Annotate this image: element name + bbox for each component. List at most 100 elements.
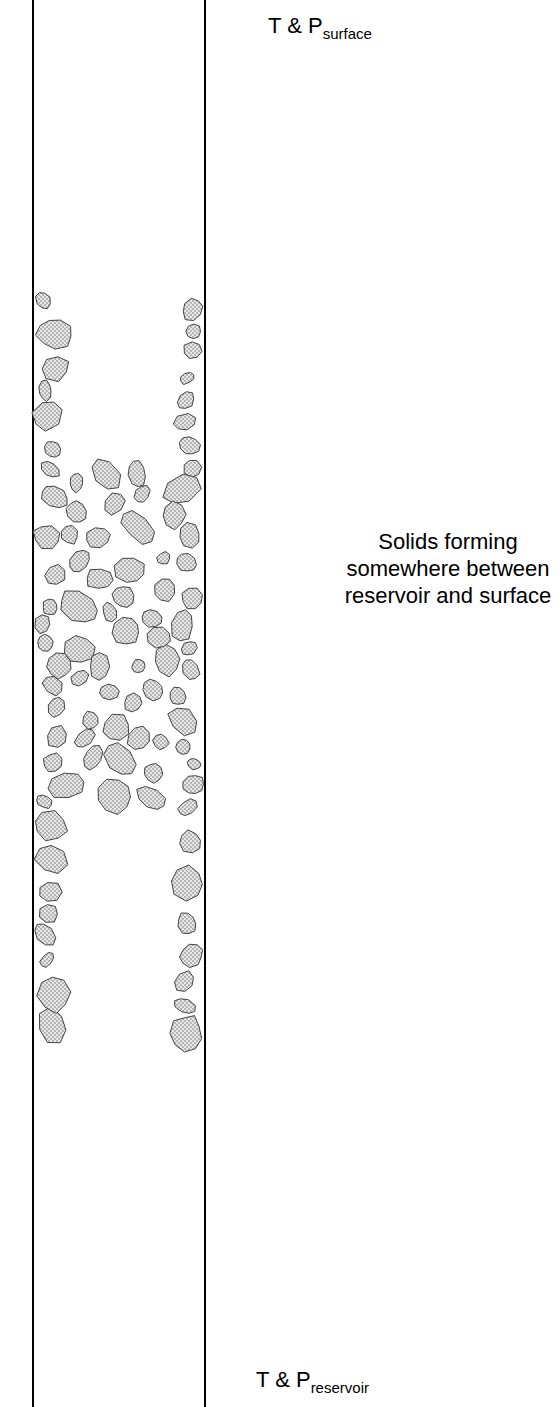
solid-particle (43, 753, 62, 772)
solid-particle (33, 526, 60, 549)
solid-particle (45, 564, 65, 584)
solid-particle (40, 953, 54, 968)
subscript-text: reservoir (311, 1379, 369, 1396)
condition-label: T & Preservoir (256, 1366, 369, 1395)
solid-particle (105, 493, 125, 515)
solid-particle (125, 693, 142, 712)
solid-particle (70, 474, 82, 493)
solid-particle (37, 977, 71, 1013)
solid-particle (145, 764, 163, 784)
solid-particle (179, 437, 200, 454)
solid-particle (61, 525, 77, 544)
solid-particle (112, 587, 134, 608)
solid-particle (39, 1007, 66, 1043)
solid-particle (180, 373, 193, 385)
solid-particle (38, 634, 53, 651)
solid-particle (42, 486, 67, 508)
solid-particle (98, 779, 130, 814)
solid-particle (155, 644, 180, 677)
solid-particle (71, 670, 89, 686)
solid-particle (45, 442, 61, 457)
solid-particle (64, 636, 95, 663)
solid-particle (36, 811, 68, 841)
solid-particle (34, 845, 68, 873)
solid-particle (163, 474, 202, 503)
solid-particle (163, 501, 186, 530)
solid-particle (147, 627, 170, 648)
solid-particle (42, 676, 62, 696)
solid-particle (128, 461, 145, 487)
solid-particle (180, 944, 203, 967)
solid-particle (36, 293, 51, 309)
solid-particle (155, 579, 175, 602)
solid-particle (74, 729, 95, 747)
solid-particle (100, 684, 120, 700)
solid-particle (170, 1016, 202, 1052)
solid-particle (132, 660, 145, 673)
solid-particle (176, 740, 190, 755)
pipe-wall (204, 0, 206, 1407)
solid-particle (173, 414, 195, 430)
solid-particle (37, 795, 52, 809)
solid-particle (40, 883, 62, 902)
solid-particle (112, 617, 138, 644)
solid-particle (48, 773, 84, 797)
solid-particle (182, 642, 198, 655)
solid-particle (41, 461, 59, 477)
solid-particle (183, 776, 204, 794)
subscript-text: surface (323, 25, 372, 42)
solid-particle (91, 653, 110, 681)
solid-particle (172, 610, 193, 641)
solid-particle (143, 679, 163, 701)
solid-particle (40, 905, 58, 923)
solid-particle (178, 913, 196, 934)
solid-particle (183, 660, 201, 680)
solid-particle (43, 599, 57, 614)
solid-particle (114, 558, 144, 582)
solid-particle (157, 552, 170, 564)
solid-particle (84, 746, 103, 771)
solid-particle (48, 697, 64, 717)
solid-particles (32, 293, 204, 1052)
solid-particle (134, 485, 150, 502)
solid-particle (35, 320, 71, 349)
condition-text: T & P (268, 13, 323, 38)
solid-particle (170, 687, 186, 704)
solid-particle (182, 588, 202, 609)
pipe-wall (32, 0, 34, 1407)
solid-particle (103, 714, 129, 740)
solid-particle (70, 550, 89, 571)
solid-particle (42, 357, 68, 382)
solid-particle (187, 759, 201, 770)
solid-particle (137, 786, 166, 809)
solid-particle (121, 511, 155, 545)
solid-particle (32, 402, 62, 431)
solid-particle (180, 522, 199, 548)
solid-particle (87, 569, 113, 588)
condition-label: T & Psurface (268, 12, 372, 41)
solid-particle (186, 324, 201, 339)
solid-particle (39, 380, 51, 402)
solid-particle (177, 554, 197, 571)
solid-particle (184, 342, 202, 359)
solid-particle (103, 602, 117, 622)
solid-particle (87, 528, 111, 548)
solid-particle (183, 298, 203, 320)
solid-particle (48, 726, 67, 748)
solid-particle (35, 924, 56, 945)
solid-particle (61, 591, 98, 622)
solid-particle (180, 830, 201, 853)
solid-particle (35, 615, 50, 634)
solid-particle (168, 708, 197, 736)
solid-particle (142, 610, 162, 628)
solid-particle (153, 734, 170, 750)
solid-particle (178, 799, 198, 816)
solid-particle (174, 999, 195, 1014)
solid-particle (127, 726, 149, 749)
solid-particle (66, 501, 86, 522)
solid-particle (83, 711, 98, 729)
solid-particle (104, 743, 137, 775)
annotation-text: Solids forming somewhere between reservo… (335, 528, 560, 609)
solid-particle (175, 971, 194, 992)
